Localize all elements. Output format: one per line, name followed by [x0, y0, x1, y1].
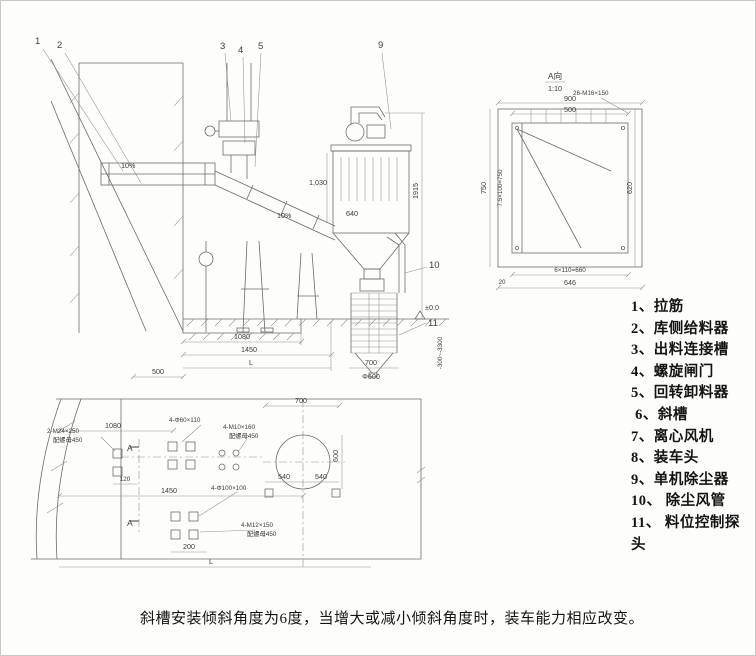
legend-item: 7、离心风机: [631, 428, 714, 445]
dim-phi600: Φ600: [362, 372, 380, 381]
dim-1915: 1915: [411, 183, 420, 199]
detail-frame: [497, 108, 643, 268]
dim-200: 200: [183, 542, 195, 551]
legend-item: 9、单机除尘器: [631, 471, 729, 488]
dim-750: 750: [479, 182, 488, 194]
main-elevation-view: 1 2 3 4 5 9 10 11 10% 10% 1,030 640 1915…: [35, 36, 449, 381]
air-chute: [214, 170, 336, 241]
dim-1450: 1450: [161, 486, 177, 495]
silo-wall: [50, 58, 184, 333]
silo-side-feeder: [100, 162, 216, 186]
dim-20: 20: [498, 279, 506, 286]
bottom-plan-view: 4-Φ60×110 4-M10×160 配螺母450 2-M24×250 配螺母…: [31, 396, 426, 568]
legend-item: 3、出料连接槽: [631, 342, 729, 359]
section-mark-a-bottom: A: [127, 518, 133, 528]
detail-view-a: A向 1:10 26-M16×150 900 500 750 7.5×100=7…: [479, 71, 646, 291]
bolt-label-m24-nut: 配螺母450: [53, 435, 83, 444]
slope-label: 10%: [121, 161, 136, 170]
dust-duct: [386, 232, 406, 293]
callout-4: 4: [238, 45, 243, 56]
detail-scale: 1:10: [548, 84, 562, 93]
dim-700: 700: [365, 358, 377, 367]
callout-9: 9: [378, 40, 383, 51]
legend-item: 6、斜槽: [631, 406, 688, 423]
legend-item: 5、回转卸料器: [631, 385, 729, 402]
dim-640: 640: [346, 209, 358, 218]
dim-1450: 1450: [241, 345, 257, 354]
bolt-label-m12: 4-M12×150: [241, 522, 274, 529]
slope-label: 10%: [277, 211, 292, 220]
centrifugal-fan: [345, 122, 365, 142]
dust-collector: [330, 106, 412, 292]
dim-L: L: [209, 557, 213, 566]
anchor-bolt-groups: [112, 441, 341, 540]
section-mark-a-top: A: [127, 443, 133, 453]
bolt-label-m10: 4-M10×160: [223, 424, 256, 431]
bolt-label-m10-nut: 配螺母450: [229, 431, 259, 440]
dim-900: 900: [564, 94, 576, 103]
ground-line: [182, 310, 449, 341]
dim-range: -300~-3300: [437, 336, 444, 369]
dim-540-a: 540: [278, 472, 290, 481]
dim-700: 700: [295, 396, 307, 405]
wall-hatch: [69, 92, 184, 304]
dim-1080: 1080: [234, 332, 250, 341]
legend-item: 4、螺旋闸门: [631, 363, 714, 380]
callout-3: 3: [220, 41, 225, 52]
dim-500: 500: [564, 105, 576, 114]
level-mark: [414, 310, 426, 320]
callout-11: 11: [428, 318, 438, 329]
detail-bolt-label: 26-M16×150: [573, 90, 609, 97]
dim-620: 620: [625, 182, 634, 194]
loading-head: [350, 292, 398, 378]
detail-title: A向: [548, 71, 562, 81]
legend-item: 2、库侧给料器: [631, 320, 729, 337]
bolt-label-phi100: 4-Φ100×100: [211, 485, 247, 492]
legend-item: 1、拉筋: [631, 299, 684, 315]
callout-leaders: [42, 48, 428, 336]
dim-1030: 1,030: [309, 178, 327, 187]
callout-2: 2: [57, 40, 62, 51]
legend-item: 10、 除尘风管: [631, 493, 726, 510]
dim-750-pitch: 7.5×100=750: [497, 169, 504, 207]
drawing-caption: 斜槽安装倾斜角度为6度，当增大或减小倾斜角度时，装车能力相应改变。: [140, 611, 645, 627]
detail-dimension-lines: [489, 81, 646, 291]
dim-540-b: 540: [315, 472, 327, 481]
bolt-label-phi60: 4-Φ60×110: [169, 417, 201, 424]
parts-legend: 1、拉筋 2、库侧给料器 3、出料连接槽 4、螺旋闸门 5、回转卸料器 6、斜槽…: [631, 297, 753, 556]
elevation-dimension-lines: [130, 112, 425, 380]
legend-item: 8、装车头: [631, 450, 699, 467]
legend-item: 11、 料位控制探头: [631, 514, 740, 553]
plan-centerlines: [121, 399, 345, 567]
plan-outline: [31, 398, 426, 560]
callout-1: 1: [35, 36, 40, 47]
dim-1080: 1080: [105, 421, 121, 430]
bolt-label-m12-nut: 配螺母450: [247, 529, 277, 538]
plan-leaders-and-dims: [56, 402, 371, 568]
dim-660-pitch: 6×110=660: [554, 267, 586, 274]
dim-600: 600: [331, 450, 340, 462]
dim-level: ±0.0: [425, 303, 439, 312]
callout-10: 10: [429, 260, 440, 271]
dim-L: L: [249, 358, 253, 367]
spout-hole-circle: [275, 434, 331, 490]
dim-500: 500: [152, 367, 164, 376]
discharge-stack: [204, 63, 260, 179]
dim-120: 120: [120, 476, 131, 483]
chute-supports: [198, 240, 319, 333]
dim-646: 646: [564, 278, 576, 287]
callout-5: 5: [258, 41, 263, 52]
bolt-label-m24: 2-M24×250: [47, 428, 80, 435]
